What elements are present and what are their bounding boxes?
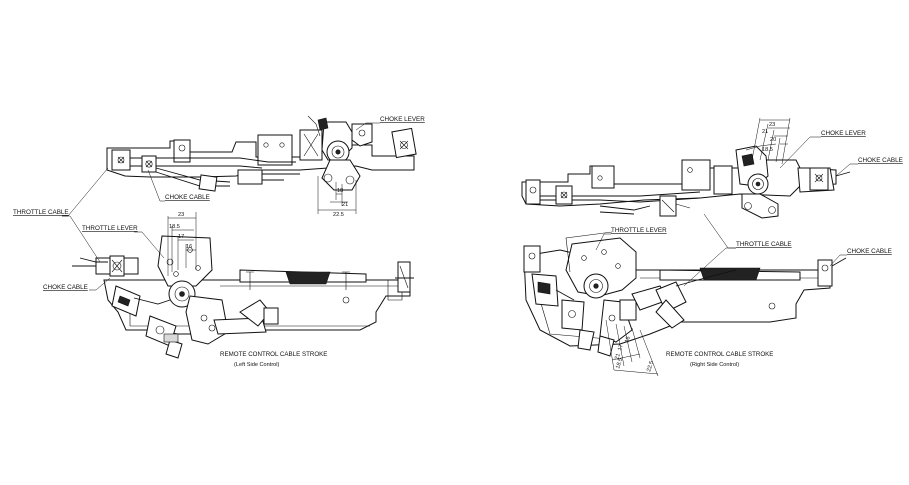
left-throttle-dim-16: 16 — [186, 244, 192, 250]
right-throttle-dim-22-5: 22.5 — [646, 360, 655, 372]
right-lower-plate — [523, 231, 847, 357]
right-choke-dim-20: 20 — [770, 137, 776, 143]
left-choke-dim-18: 18 — [337, 188, 343, 194]
left-upper-bracket — [106, 115, 417, 192]
right-upper-choke-cable-label: CHOKE CABLE — [858, 157, 903, 164]
left-throttle-cable-label: THROTTLE CABLE — [13, 209, 69, 216]
left-choke-stroke-dimensions: 18 21 22.5 — [317, 176, 357, 218]
right-throttle-dim-21: 21 — [614, 353, 622, 361]
right-throttle-dim-17: 17 — [617, 344, 625, 352]
right-choke-dim-23: 23 — [769, 122, 775, 128]
left-choke-lever-label: CHOKE LEVER — [380, 116, 425, 123]
right-lower-choke-cable-label: CHOKE CABLE — [847, 248, 892, 255]
left-choke-dim-22-5: 22.5 — [333, 212, 344, 218]
left-caption: REMOTE CONTROL CABLE STROKE — [220, 351, 327, 358]
right-throttle-cable-label: THROTTLE CABLE — [736, 241, 792, 248]
left-labels: CHOKE LEVER CHOKE CABLE THROTTLE CABLE T… — [13, 116, 425, 368]
left-choke-dim-21: 21 — [342, 202, 348, 208]
right-caption: REMOTE CONTROL CABLE STROKE — [666, 351, 773, 358]
right-caption-sub: (Right Side Control) — [690, 362, 739, 368]
right-choke-stroke-dimensions: 23 21 20 18.5 — [751, 117, 791, 165]
right-throttle-dim-16: 16 — [624, 336, 632, 344]
left-throttle-dim-18-5: 18.5 — [169, 224, 180, 230]
right-side-control-figure: 23 21 20 18.5 — [521, 117, 903, 377]
right-labels: CHOKE LEVER CHOKE CABLE THROTTLE LEVER T… — [595, 130, 903, 368]
left-caption-sub: (Left Side Control) — [234, 362, 280, 368]
left-upper-choke-cable-label: CHOKE CABLE — [165, 194, 210, 201]
right-throttle-lever-label: THROTTLE LEVER — [611, 227, 667, 234]
left-throttle-dim-23: 23 — [178, 212, 184, 218]
right-throttle-dim-18-5: 18.5 — [615, 357, 624, 369]
right-upper-bracket — [521, 143, 851, 219]
left-lower-plate — [72, 235, 414, 359]
left-throttle-dim-17: 17 — [178, 234, 184, 240]
left-throttle-stroke-dimensions: 23 18.5 17 16 — [167, 212, 197, 276]
left-throttle-lever-label: THROTTLE LEVER — [82, 225, 138, 232]
right-choke-lever-label: CHOKE LEVER — [821, 130, 866, 137]
left-side-control-figure: 18 21 22.5 — [13, 115, 425, 368]
left-lower-choke-cable-label: CHOKE CABLE — [43, 284, 88, 291]
right-choke-dim-18-5: 18.5 — [762, 147, 773, 153]
right-choke-dim-21: 21 — [762, 129, 768, 135]
right-throttle-stroke-dimensions: 16 17 21 18.5 22.5 — [605, 319, 659, 377]
